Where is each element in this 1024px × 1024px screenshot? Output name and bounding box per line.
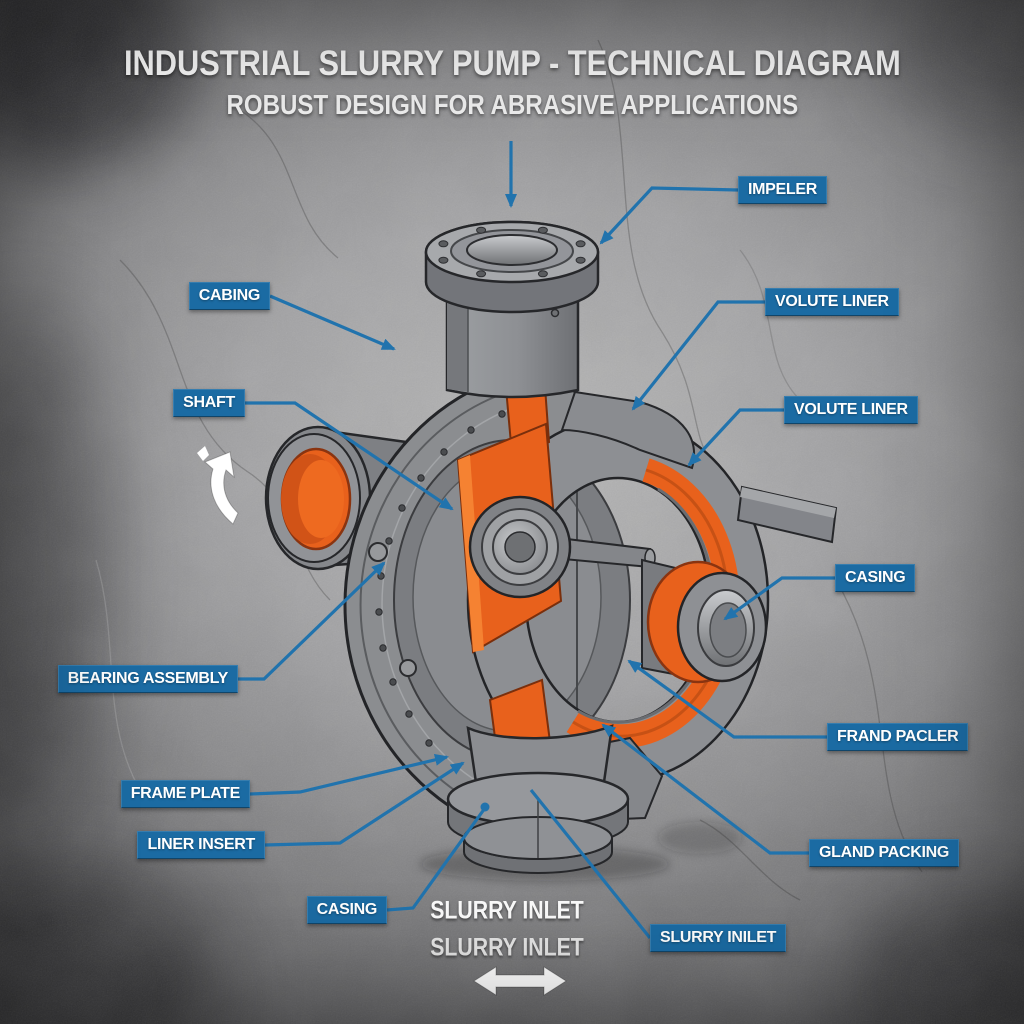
label-frand-pacler: FRAND PACLER xyxy=(827,723,969,751)
leader-impeller xyxy=(599,186,739,245)
label-frame-plate: FRAME PLATE xyxy=(120,780,250,808)
flange-bolt-holes xyxy=(438,226,586,278)
discharge-bore xyxy=(466,234,558,266)
label-casing-bottom: CASING xyxy=(306,896,387,924)
bearing-hub-and-shaft xyxy=(468,495,656,599)
label-liner-insert: LINER INSERT xyxy=(137,831,265,859)
leader-shaft xyxy=(245,401,454,511)
label-volute-liner-2: VOLUTE LINER xyxy=(784,396,918,424)
leader-casing-right xyxy=(723,576,835,621)
discharge-flange xyxy=(424,220,600,314)
page-title: INDUSTRIAL SLURRY PUMP - TECHNICAL DIAGR… xyxy=(123,44,901,83)
label-casing-right: CASING xyxy=(835,564,916,592)
pump-illustration xyxy=(197,220,838,881)
label-shaft: SHAFT xyxy=(173,389,245,417)
leader-frand-pacler xyxy=(627,659,827,739)
label-cabing: CABING xyxy=(188,282,270,310)
rotation-arrow-icon xyxy=(197,446,239,525)
slurry-inlet-caption-2: SLURRY INLET xyxy=(430,933,584,962)
leader-casing-bottom xyxy=(386,807,487,912)
leader-gland-packing xyxy=(601,723,809,855)
neck-pin xyxy=(550,308,560,318)
top-bracket xyxy=(560,390,696,470)
ground-stain xyxy=(658,822,742,854)
label-volute-liner-1: VOLUTE LINER xyxy=(765,288,899,316)
flow-direction-arrow-icon xyxy=(473,966,567,996)
leader-bearing-assembly xyxy=(238,561,386,681)
leader-casing-bottom-dot xyxy=(480,802,490,812)
label-slurry-inilet: SLURRY INILET xyxy=(650,924,787,952)
page-subtitle: ROBUST DESIGN FOR ABRASIVE APPLICATIONS xyxy=(226,89,798,120)
label-impeller: IMPELER xyxy=(738,176,828,204)
leader-slurry-inilet xyxy=(529,788,652,940)
casing-side-bolt xyxy=(399,659,417,677)
leader-volute-liner-1 xyxy=(631,300,765,411)
leader-cabing xyxy=(269,294,396,351)
leader-lines xyxy=(238,141,835,940)
outlet-nozzle-right xyxy=(641,558,768,684)
leader-frame-plate xyxy=(249,753,449,796)
leader-liner-insert xyxy=(264,761,465,847)
slurry-inlet-caption-1: SLURRY INLET xyxy=(430,896,584,925)
label-gland-packing: GLAND PACKING xyxy=(809,839,960,867)
leader-volute-liner-2 xyxy=(687,408,784,467)
casing-bolt-holes xyxy=(375,410,506,747)
label-bearing-assembly: BEARING ASSEMBLY xyxy=(57,665,238,693)
casing-side-bolt xyxy=(368,542,388,562)
shaft-end xyxy=(504,531,536,563)
